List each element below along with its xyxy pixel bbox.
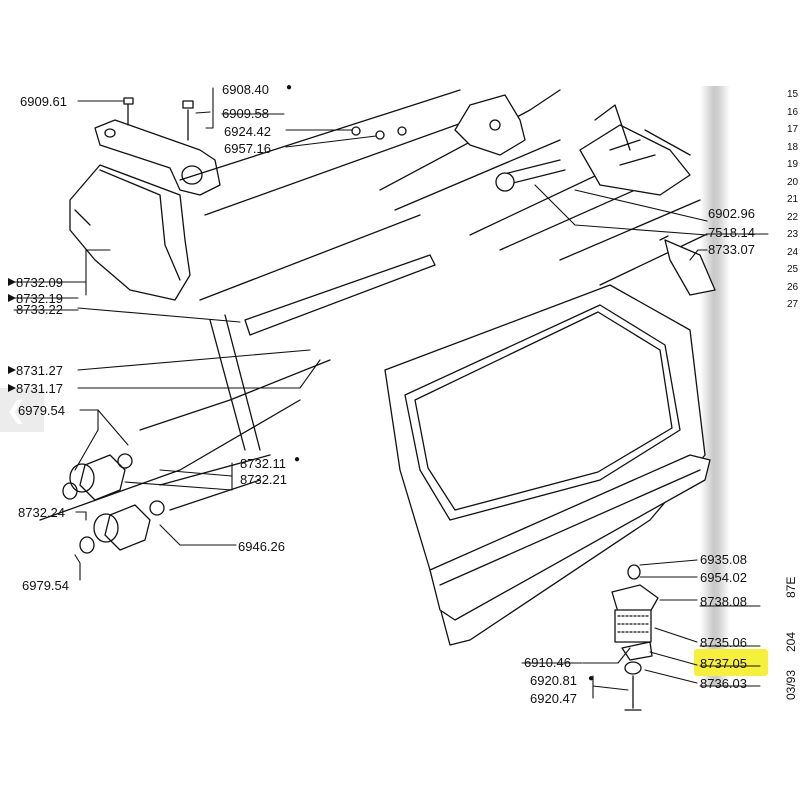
part-label: 8731.17 [16, 381, 63, 396]
part-label-highlighted: 8737.05 [700, 656, 747, 671]
hinge-bracket-left [94, 119, 221, 196]
index-number: 17 [787, 124, 799, 135]
date-text: 03/93 [784, 669, 798, 700]
part-label: 6957.16 [224, 141, 271, 156]
index-number: 25 [787, 264, 799, 275]
roof-line [179, 89, 461, 181]
part-label: 6924.42 [224, 124, 271, 139]
part-label: 8732.19 [16, 291, 63, 306]
part-label: 8731.27 [16, 363, 63, 378]
hinge-right [579, 124, 691, 196]
part-label: 6920.47 [530, 691, 577, 706]
index-number: 22 [787, 212, 799, 223]
strike-lines [13, 113, 769, 687]
hinge-cover [69, 164, 191, 301]
bracket-8737-05 [621, 641, 653, 661]
part-label: 8732.24 [18, 505, 65, 520]
bullet-mark: ● [286, 82, 293, 93]
bolt-6920-81 [624, 675, 642, 711]
part-label: 6935.08 [700, 552, 747, 567]
index-number: 21 [787, 194, 799, 205]
bullet-mark: ● [588, 673, 595, 684]
bullet-mark: ● [294, 454, 301, 465]
part-label: 6909.58 [222, 106, 269, 121]
part-label: 6954.02 [700, 570, 747, 585]
rubber-block-8735-06 [614, 609, 652, 643]
tailgate-frame [384, 284, 706, 646]
mount-plate-8738-08 [611, 584, 659, 613]
index-number: 26 [787, 282, 799, 293]
index-number: 27 [787, 299, 799, 310]
part-label: 8733.07 [708, 242, 755, 257]
weatherstrip-bar [244, 254, 436, 336]
leader-lines [74, 87, 708, 699]
part-label: 6920.81 [530, 673, 577, 688]
arrow-markers [8, 278, 16, 392]
page-number: 204 [784, 631, 798, 652]
index-number: 15 [787, 89, 799, 100]
highlight-marker [694, 649, 768, 676]
part-label: 8733.22 [16, 302, 63, 317]
part-label: 6979.54 [22, 578, 69, 593]
part-label: 7518.14 [708, 225, 755, 240]
scan-shadow [700, 86, 730, 686]
part-label: 6909.61 [20, 94, 67, 109]
part-label: 6946.26 [238, 539, 285, 554]
bushing-upper [79, 454, 126, 501]
part-label: 8732.09 [16, 275, 63, 290]
bushing-lower [104, 504, 151, 551]
part-label: 6902.96 [708, 206, 755, 221]
part-8733-07 [664, 239, 716, 296]
bolt-6909-61 [123, 97, 134, 126]
index-number: 18 [787, 142, 799, 153]
part-label: 8735.06 [700, 635, 747, 650]
part-label: 8738.08 [700, 594, 747, 609]
index-number: 24 [787, 247, 799, 258]
chevron-left-icon: ❮ [6, 396, 27, 424]
index-number: 16 [787, 107, 799, 118]
part-label: 6979.54 [18, 403, 65, 418]
part-label: 8732.21 [240, 472, 287, 487]
index-number: 20 [787, 177, 799, 188]
tailgate-window [404, 304, 681, 521]
part-label: 8732.11 [240, 456, 287, 471]
section-code: 87E [784, 576, 798, 598]
part-label: 8736.03 [700, 676, 747, 691]
part-label: 6908.40 [222, 82, 269, 97]
prev-nav-button[interactable]: ❮ [0, 388, 44, 432]
index-number: 23 [787, 229, 799, 240]
part-label: 6910.46 [524, 655, 571, 670]
bolt-6908-40 [182, 100, 194, 141]
index-number: 19 [787, 159, 799, 170]
hinge-pin [499, 159, 566, 186]
